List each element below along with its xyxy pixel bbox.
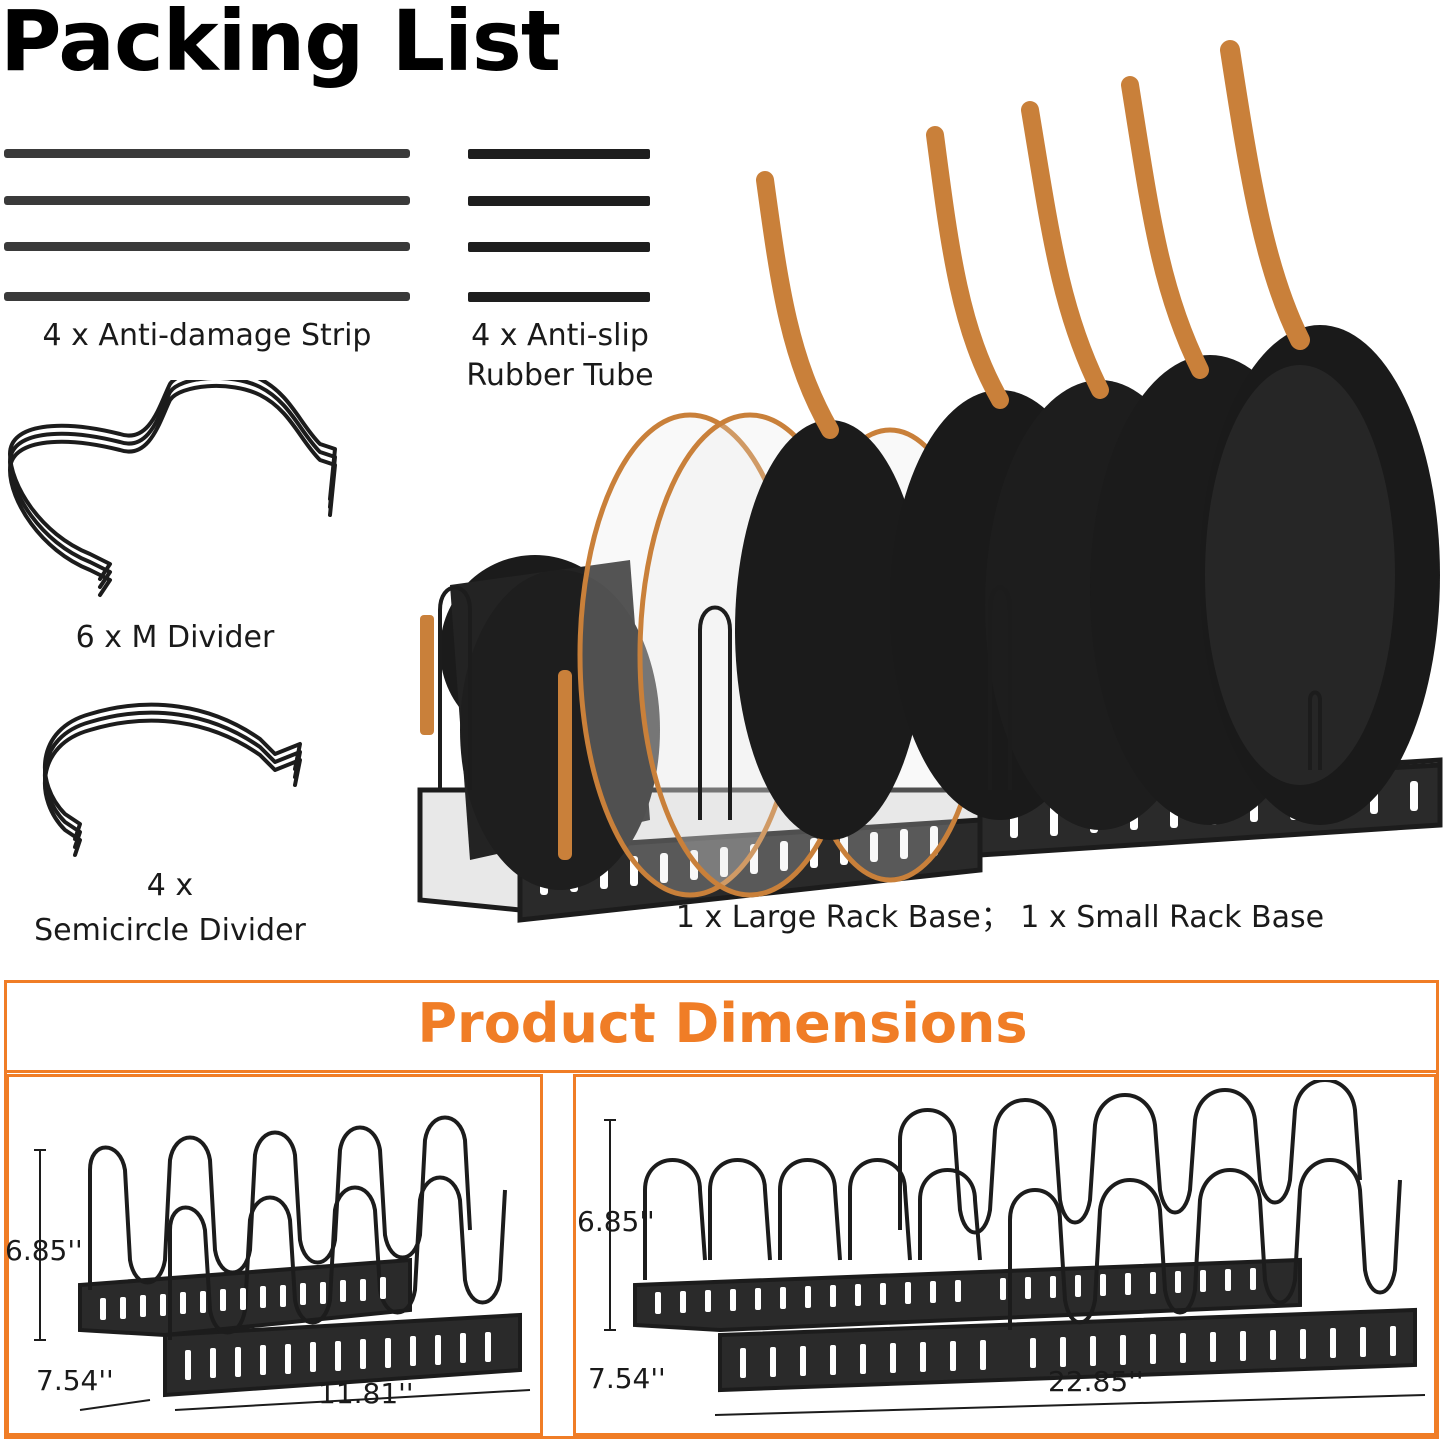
semicircle-divider-illustration <box>43 702 302 857</box>
strip-3 <box>4 242 410 251</box>
rack-base-label: 1 x Large Rack Base； 1 x Small Rack Base <box>675 900 1325 935</box>
small-rack-panel <box>6 1074 543 1436</box>
tube-1 <box>468 149 650 159</box>
m-divider-label: 6 x M Divider <box>75 620 275 655</box>
pans <box>735 325 1440 840</box>
pan-rack-illustration <box>417 40 1443 923</box>
tube-label-line1: 4 x Anti-slip <box>471 318 649 353</box>
pan-handles <box>756 40 1310 439</box>
small-depth-label: 7.54'' <box>36 1364 114 1397</box>
semicircle-label-line1: 4 x <box>146 868 194 903</box>
small-rack-drawing <box>34 1115 531 1411</box>
large-rack-panel <box>573 1074 1437 1436</box>
strip-1 <box>4 149 410 158</box>
tube-label-line2: Rubber Tube <box>466 358 654 393</box>
dimensions-title: Product Dimensions <box>417 992 1028 1055</box>
rack-uprights <box>438 585 1322 820</box>
tube-2 <box>468 196 650 206</box>
large-width-label: 22.85'' <box>1048 1365 1144 1398</box>
large-rack-drawing <box>604 1080 1426 1416</box>
large-height-label: 6.85'' <box>577 1205 655 1238</box>
m-divider-illustration <box>8 380 337 597</box>
dimensions-frame-divider <box>4 1070 1439 1073</box>
semicircle-label-line2: Semicircle Divider <box>34 913 306 948</box>
tube-4 <box>468 292 650 302</box>
small-height-label: 6.85'' <box>5 1234 83 1267</box>
dimensions-frame <box>4 980 1439 1439</box>
strip-2 <box>4 196 410 205</box>
tube-3 <box>468 242 650 252</box>
page-title: Packing List <box>0 0 561 90</box>
large-depth-label: 7.54'' <box>588 1362 666 1395</box>
small-width-label: 11.81'' <box>318 1377 414 1410</box>
strip-4 <box>4 292 410 301</box>
strip-label: 4 x Anti-damage Strip <box>42 318 372 353</box>
